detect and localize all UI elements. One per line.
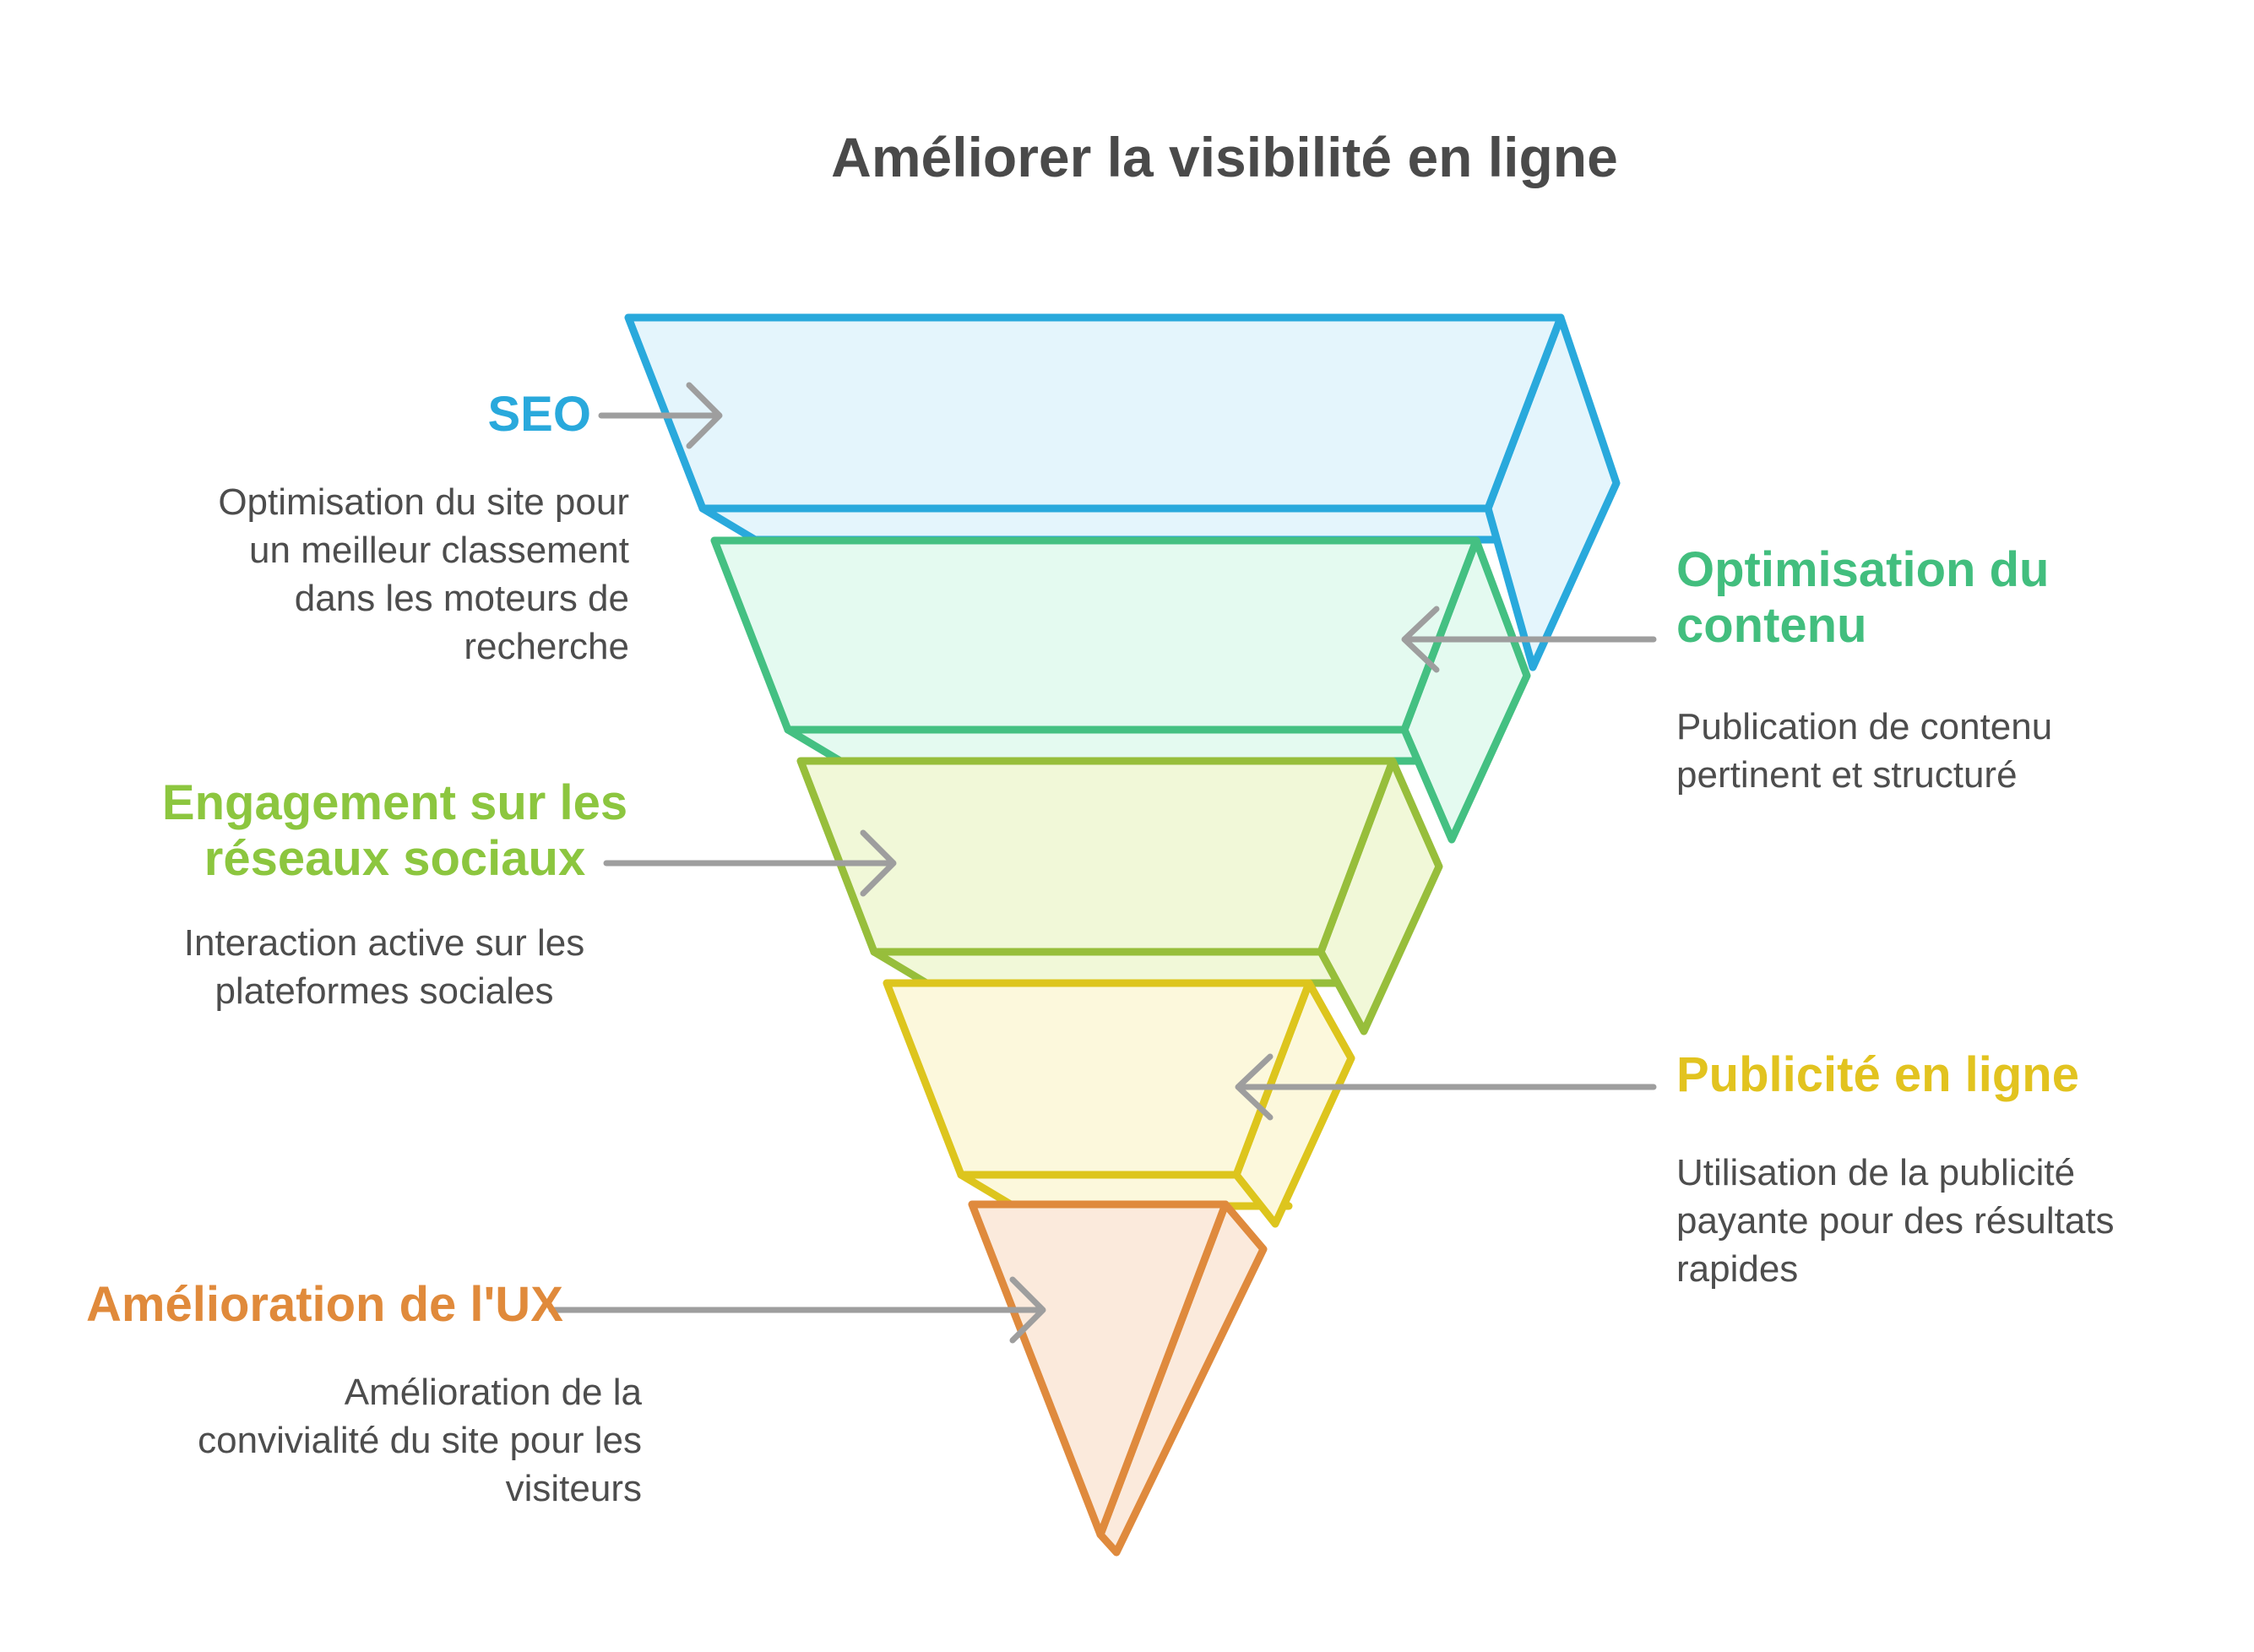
publicite-label: Publicité en ligne — [1676, 1047, 2079, 1102]
engagement-label: Engagement sur les réseaux sociaux — [89, 775, 701, 887]
seo-label: SEO — [487, 387, 592, 442]
description-line: convivialité du site pour les — [198, 1420, 642, 1461]
description-line: visiteurs — [505, 1468, 642, 1509]
description-line: Interaction active sur les — [183, 922, 585, 964]
contenu-arrow — [1401, 606, 1657, 673]
description-line: Optimisation du site pour — [218, 481, 629, 523]
seo-description: Optimisation du site pour un meilleur cl… — [80, 478, 629, 671]
funnel-contenu-bottom-strip — [784, 725, 1461, 765]
publicite-description: Utilisation de la publicité payante pour… — [1676, 1149, 2115, 1293]
funnel-seo-bottom-strip — [698, 504, 1545, 544]
funnel-publicite-front-face — [883, 979, 1313, 1179]
ux-label: Amélioration de l'UX — [86, 1277, 563, 1332]
contenu-description: Publication de contenu pertinent et stru… — [1676, 703, 2052, 799]
funnel-engagement-bottom-strip — [870, 948, 1377, 987]
heading-line: contenu — [1676, 598, 1867, 653]
page-title: Améliorer la visibilité en ligne — [831, 126, 1618, 188]
ux-description: Amélioration de la convivialité du site … — [80, 1368, 642, 1513]
description-line: pertinent et structuré — [1676, 754, 2018, 796]
description-line: Utilisation de la publicité — [1676, 1152, 2076, 1193]
publicite-arrow — [1235, 1053, 1657, 1121]
contenu-label: Optimisation du contenu — [1676, 542, 2049, 654]
engagement-description: Interaction active sur les plateformes s… — [122, 919, 646, 1015]
description-line: Publication de contenu — [1676, 706, 2053, 747]
funnel-engagement-front-face — [796, 757, 1397, 956]
heading-line: réseaux sociaux — [204, 831, 586, 886]
seo-arrow — [598, 382, 723, 449]
heading-line: Engagement sur les — [161, 775, 628, 830]
description-line: rapides — [1676, 1248, 1799, 1290]
description-line: plateformes sociales — [215, 970, 554, 1012]
description-line: Amélioration de la — [344, 1372, 642, 1413]
description-line: dans les moteurs de — [294, 578, 629, 619]
heading-line: Optimisation du — [1676, 542, 2050, 597]
ux-arrow — [548, 1276, 1046, 1344]
funnel-ux-front-face — [968, 1200, 1230, 1539]
funnel-seo-front-face — [624, 313, 1565, 513]
funnel-contenu-front-face — [710, 536, 1480, 734]
description-line: un meilleur classement — [249, 530, 629, 571]
description-line: payante pour des résultats — [1676, 1200, 2115, 1242]
description-line: recherche — [464, 626, 629, 667]
engagement-arrow — [603, 829, 897, 897]
